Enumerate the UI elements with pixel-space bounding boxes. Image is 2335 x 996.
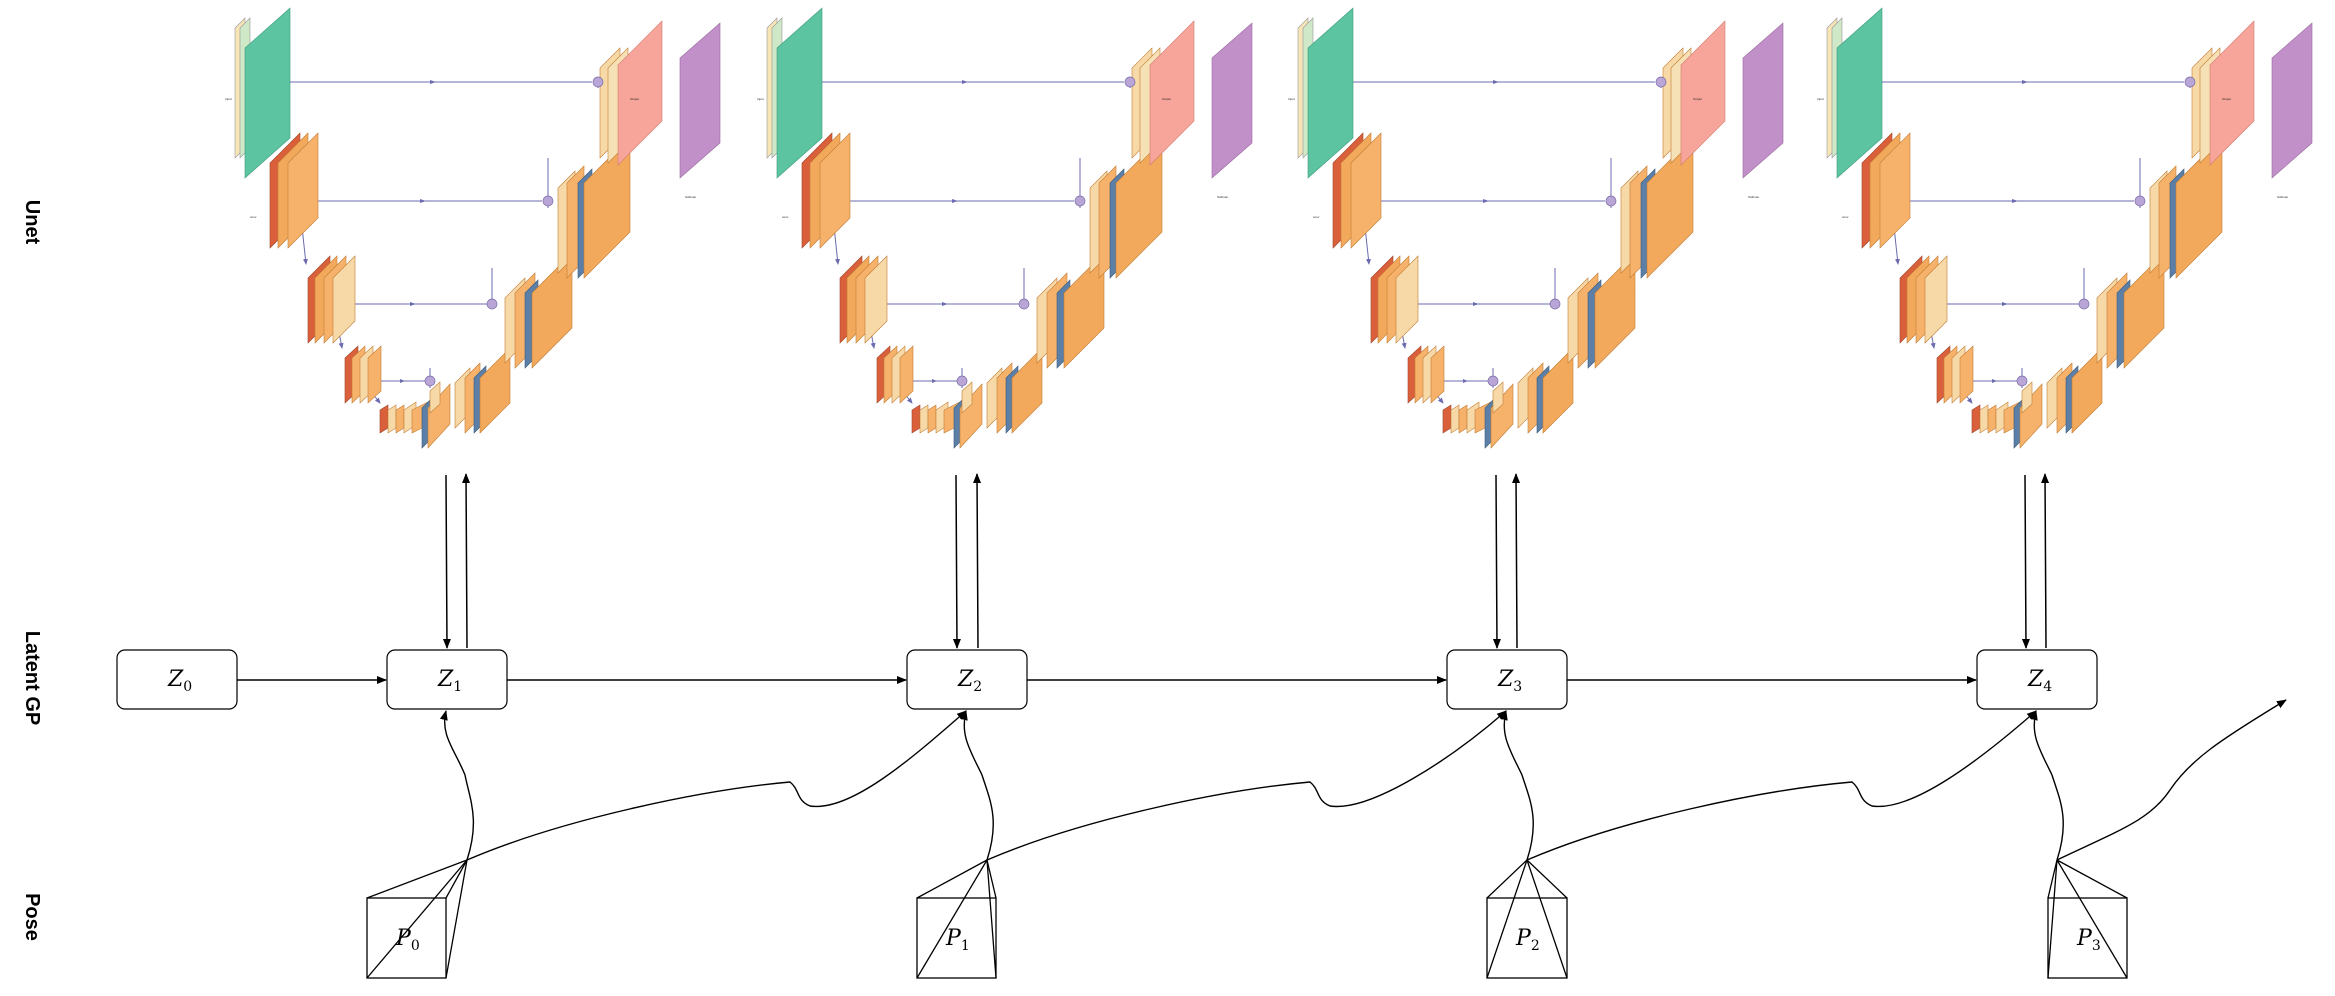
z1-sub: 1 (453, 679, 462, 695)
arrow-z1-to-unet1 (462, 473, 471, 649)
svg-text:P1: P1 (945, 926, 970, 954)
p1-base: P (945, 926, 962, 951)
curve-p1-z2 (959, 710, 994, 861)
p0-sub: 0 (411, 938, 420, 954)
svg-text:P0: P0 (395, 926, 420, 954)
row-label-unet: Unet (21, 200, 43, 245)
unet-latent-arrows (442, 473, 2050, 649)
z1-base: Z (437, 667, 454, 692)
svg-text:Z1: Z1 (437, 667, 462, 695)
latent-node-z4: Z4 (1976, 649, 2098, 710)
unet-block-1 (225, 8, 720, 448)
z0-base: Z (167, 667, 184, 692)
svg-text:Z3: Z3 (1497, 667, 1522, 695)
arrow-unet2-to-z2 (952, 474, 961, 649)
z4-base: Z (2027, 667, 2044, 692)
pose-node-p0: P0 (366, 859, 468, 979)
latent-node-z2: Z2 (906, 649, 1028, 710)
arrow-z3-to-unet3 (1512, 473, 1521, 649)
z0-sub: 0 (183, 679, 192, 695)
arrow-unet3-to-z3 (1492, 474, 1501, 649)
svg-text:P3: P3 (2076, 926, 2101, 954)
latent-node-z3: Z3 (1446, 649, 1568, 710)
row-label-latent: Latent GP (21, 631, 43, 725)
curve-p3-z4 (2029, 710, 2064, 861)
z4-sub: 4 (2043, 679, 2052, 695)
pose-node-p2: P2 (1486, 859, 1568, 979)
pose-node-p1: P1 (916, 859, 997, 979)
z2-sub: 2 (973, 679, 982, 695)
pose-latent-curves (439, 699, 2287, 861)
curve-p0-z1 (439, 710, 475, 861)
unet-block-3 (1288, 8, 1783, 448)
unet-block-2 (757, 8, 1252, 448)
svg-text:Z2: Z2 (957, 667, 982, 695)
z3-sub: 3 (1513, 679, 1522, 695)
p2-base: P (1515, 926, 1532, 951)
latent-node-z1: Z1 (386, 649, 508, 710)
curve-p2-z4 (1526, 710, 2037, 861)
p2-sub: 2 (1531, 938, 1540, 954)
pose-node-p3: P3 (2047, 859, 2128, 979)
z3-base: Z (1497, 667, 1514, 692)
unet-block-4 (1817, 8, 2312, 448)
z2-base: Z (957, 667, 974, 692)
p3-base: P (2076, 926, 2093, 951)
curve-p2-z3 (1499, 710, 1534, 861)
arrow-z2-to-unet2 (973, 473, 982, 649)
curve-p0-z2 (466, 710, 967, 861)
curve-p3-next (2056, 699, 2287, 861)
svg-text:Z4: Z4 (2027, 667, 2052, 695)
p3-sub: 3 (2092, 938, 2101, 954)
arrow-unet1-to-z1 (442, 474, 451, 649)
svg-text:Z0: Z0 (167, 667, 192, 695)
svg-text:P2: P2 (1515, 926, 1540, 954)
arrow-unet4-to-z4 (2021, 474, 2030, 649)
latent-node-z0: Z0 (116, 649, 238, 710)
arrow-z4-to-unet4 (2041, 473, 2050, 649)
curve-p1-z3 (986, 710, 1507, 861)
p0-base: P (395, 926, 412, 951)
row-label-pose: Pose (21, 893, 43, 941)
p1-sub: 1 (961, 938, 970, 954)
